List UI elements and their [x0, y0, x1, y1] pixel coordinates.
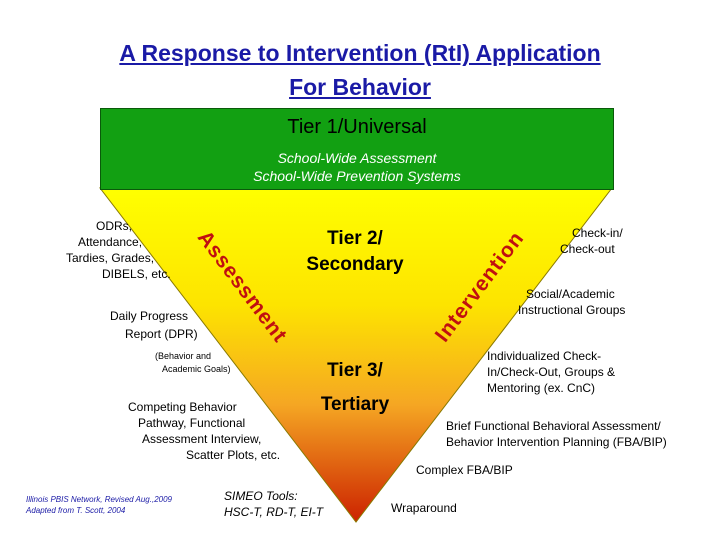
tier1-line2: School-Wide Prevention Systems — [253, 168, 461, 184]
simeo-tools-l1: SIMEO Tools: — [224, 489, 298, 503]
tier1-line1: School-Wide Assessment — [277, 150, 437, 166]
intervention-item2-l1: Social/Academic — [526, 287, 615, 301]
tier3-line1: Tier 3/ — [327, 360, 383, 381]
assessment-item2-note-l2: Academic Goals) — [162, 364, 231, 374]
intervention-item2-l2: Instructional Groups — [518, 303, 626, 317]
tier1-box — [100, 108, 614, 190]
assessment-item1-l1: ODRs, — [96, 219, 132, 233]
intervention-item3-l3: Mentoring (ex. CnC) — [487, 381, 596, 395]
assessment-item1-l2: Attendance, — [78, 235, 143, 249]
assessment-item3-l4: Scatter Plots, etc. — [186, 448, 281, 462]
assessment-item2-l2: Report (DPR) — [125, 327, 198, 341]
intervention-item4-l2: Behavior Intervention Planning (FBA/BIP) — [446, 435, 667, 449]
intervention-item3-l2: In/Check-Out, Groups & — [487, 365, 616, 379]
tier2-line1: Tier 2/ — [327, 228, 383, 249]
intervention-item1-l1: Check-in/ — [572, 226, 623, 240]
intervention-item4-l1: Brief Functional Behavioral Assessment/ — [446, 419, 661, 433]
assessment-item1-l4: DIBELS, etc. — [102, 267, 171, 281]
page-title-line1: A Response to Intervention (RtI) Applica… — [119, 40, 601, 66]
assessment-item3-l2: Pathway, Functional — [138, 416, 246, 430]
assessment-item2-note-l1: (Behavior and — [155, 351, 212, 361]
intervention-item1-l2: Check-out — [560, 242, 615, 256]
tier2-line2: Secondary — [306, 254, 404, 275]
intervention-item6: Wraparound — [391, 501, 457, 515]
tier1-title: Tier 1/Universal — [287, 116, 427, 138]
intervention-item3-l1: Individualized Check- — [487, 349, 602, 363]
page-title-line2: For Behavior — [289, 74, 431, 100]
credit-line2: Adapted from T. Scott, 2004 — [26, 506, 126, 515]
assessment-item1-l3: Tardies, Grades, — [66, 251, 155, 265]
assessment-item2-l1: Daily Progress — [110, 309, 189, 323]
assessment-item3-l1: Competing Behavior — [128, 400, 237, 414]
credit-line1: Illinois PBIS Network, Revised Aug.,2009 — [26, 495, 172, 504]
simeo-tools-l2: HSC-T, RD-T, EI-T — [224, 505, 324, 519]
intervention-item5: Complex FBA/BIP — [416, 463, 513, 477]
assessment-item3-l3: Assessment Interview, — [142, 432, 262, 446]
tier3-line2: Tertiary — [320, 394, 390, 415]
